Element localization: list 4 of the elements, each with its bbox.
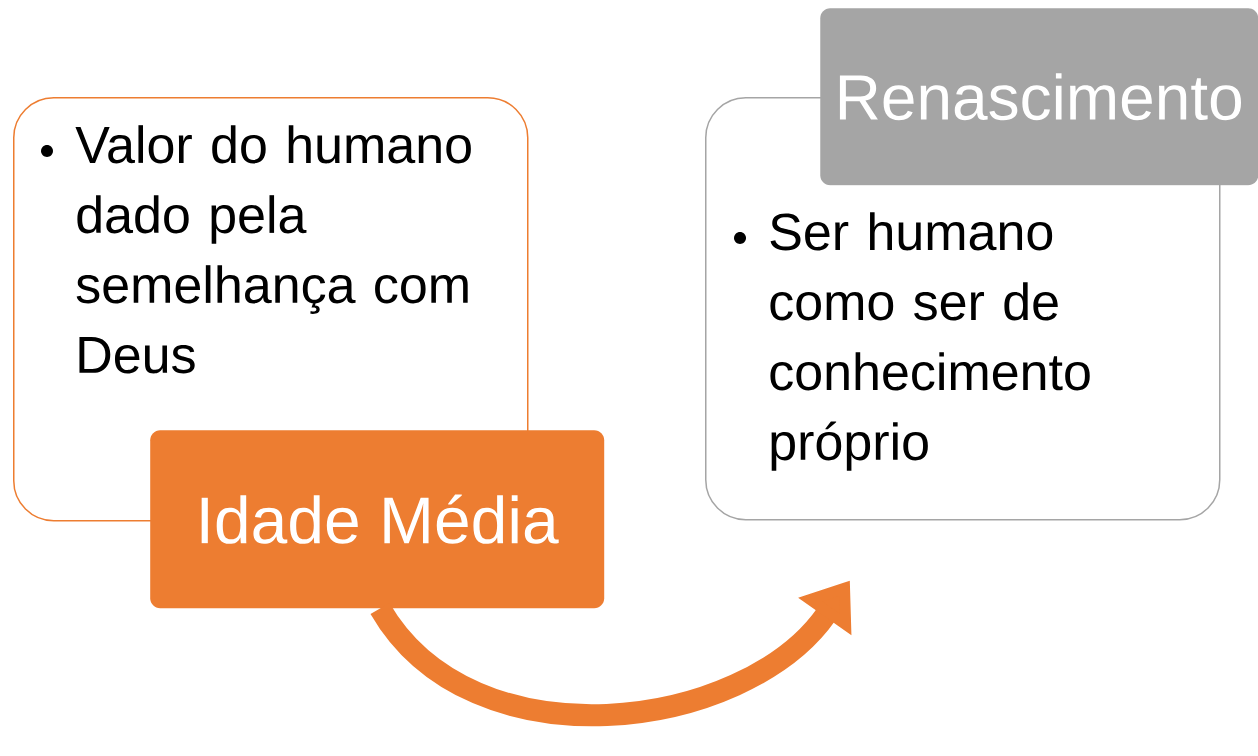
bullet-text: Ser humano como ser de conhecimento próprio: [770, 212, 1090, 471]
heading-box: Idade Média: [150, 430, 605, 609]
bullet-text: Valor do humano dado pela semelhança com Deus: [75, 125, 471, 374]
heading-box: Renascimento: [820, 8, 1258, 186]
